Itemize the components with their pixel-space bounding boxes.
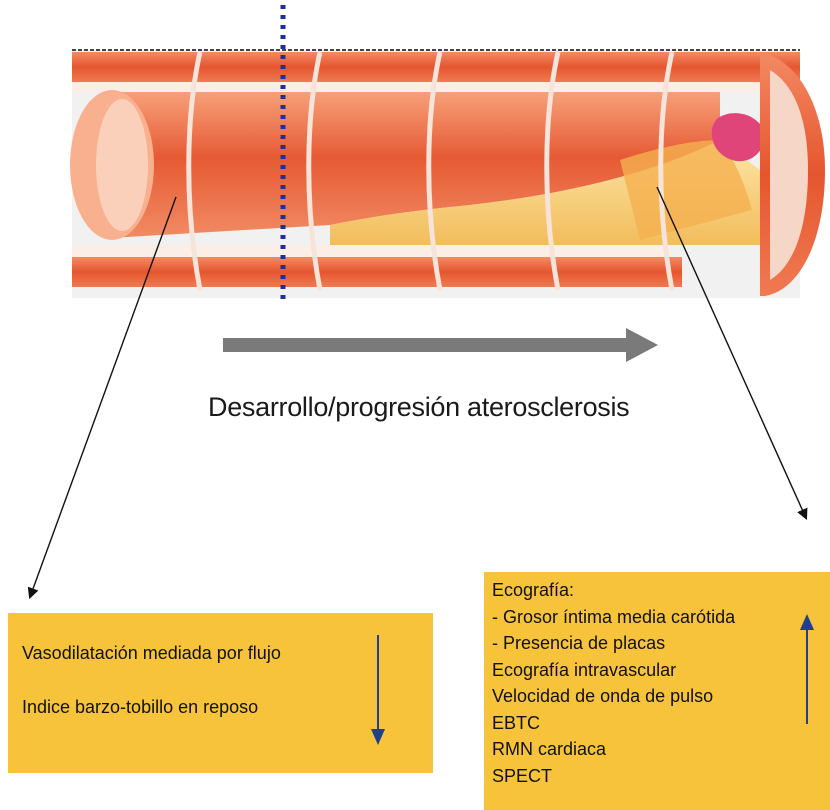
right-item-4: Ecografía intravascular [492,657,735,684]
right-item-1: Ecografía: [492,577,735,604]
arrow-right-icon [223,328,658,362]
right-item-5: Velocidad de onda de pulso [492,683,735,710]
arrow-down-icon [368,635,388,747]
right-item-list: Ecografía: - Grosor íntima media carótid… [492,577,735,789]
left-item-1: Vasodilatación mediada por flujo [22,643,281,664]
diagram-caption: Desarrollo/progresión aterosclerosis [208,392,629,423]
right-item-7: RMN cardiaca [492,736,735,763]
right-indicator-box: Ecografía: - Grosor íntima media carótid… [484,572,830,810]
right-item-3: - Presencia de placas [492,630,735,657]
left-indicator-box: Vasodilatación mediada por flujo Indice … [8,613,433,773]
right-item-2: - Grosor íntima media carótida [492,604,735,631]
arrow-up-icon [797,614,817,724]
right-item-8: SPECT [492,763,735,790]
artery-vessel [70,50,825,298]
right-item-6: EBTC [492,710,735,737]
left-item-2: Indice barzo-tobillo en reposo [22,697,258,718]
